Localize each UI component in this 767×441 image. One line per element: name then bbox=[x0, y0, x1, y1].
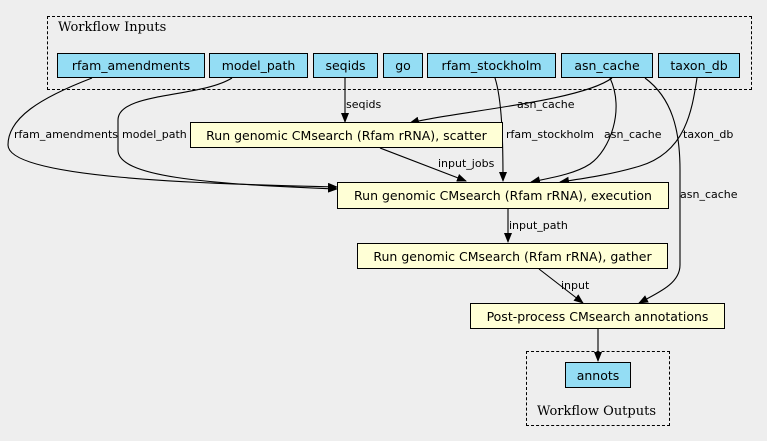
step-scatter[interactable]: Run genomic CMsearch (Rfam rRNA), scatte… bbox=[190, 122, 503, 148]
step-postprocess[interactable]: Post-process CMsearch annotations bbox=[470, 303, 725, 329]
edge-taxon-db-execution bbox=[559, 77, 698, 185]
input-asn-cache[interactable]: asn_cache bbox=[561, 53, 653, 78]
edge-asn-cache-scatter bbox=[409, 77, 613, 125]
edge-label-asn-cache-scatter: asn_cache bbox=[517, 98, 575, 111]
edge-asn-cache-execution bbox=[530, 77, 617, 185]
input-model-path[interactable]: model_path bbox=[209, 53, 308, 78]
workflow-inputs-cluster: Workflow Inputs bbox=[47, 16, 752, 90]
step-execution[interactable]: Run genomic CMsearch (Rfam rRNA), execut… bbox=[337, 182, 669, 209]
edge-scatter-execution bbox=[379, 147, 467, 182]
input-rfam-stockholm[interactable]: rfam_stockholm bbox=[427, 53, 556, 78]
edge-label-rfam-amendments: rfam_amendments bbox=[14, 128, 118, 141]
input-rfam-amendments[interactable]: rfam_amendments bbox=[57, 53, 205, 78]
edge-asn-cache-postprocess bbox=[638, 77, 681, 304]
edge-label-asn-cache-postprocess: asn_cache bbox=[680, 188, 738, 201]
edge-rfam-amendments-execution bbox=[7, 77, 338, 191]
input-taxon-db[interactable]: taxon_db bbox=[658, 53, 740, 78]
edge-label-asn-cache-execution: asn_cache bbox=[604, 128, 662, 141]
step-gather[interactable]: Run genomic CMsearch (Rfam rRNA), gather bbox=[357, 243, 668, 269]
edge-label-taxon-db: taxon_db bbox=[683, 128, 733, 141]
edge-label-input-jobs: input_jobs bbox=[438, 157, 495, 170]
edge-gather-postprocess bbox=[538, 268, 584, 304]
edge-label-model-path: model_path bbox=[122, 128, 187, 141]
edge-model-path-execution bbox=[117, 77, 338, 193]
workflow-inputs-title: Workflow Inputs bbox=[58, 20, 167, 35]
input-seqids[interactable]: seqids bbox=[313, 53, 378, 78]
edge-label-input: input bbox=[561, 279, 590, 292]
input-go[interactable]: go bbox=[383, 53, 423, 78]
workflow-outputs-title: Workflow Outputs bbox=[537, 404, 656, 419]
edge-label-rfam-stockholm: rfam_stockholm bbox=[506, 128, 594, 141]
output-annots[interactable]: annots bbox=[565, 362, 631, 388]
edge-label-seqids: seqids bbox=[346, 98, 382, 111]
edge-label-input-path: input_path bbox=[509, 219, 568, 232]
